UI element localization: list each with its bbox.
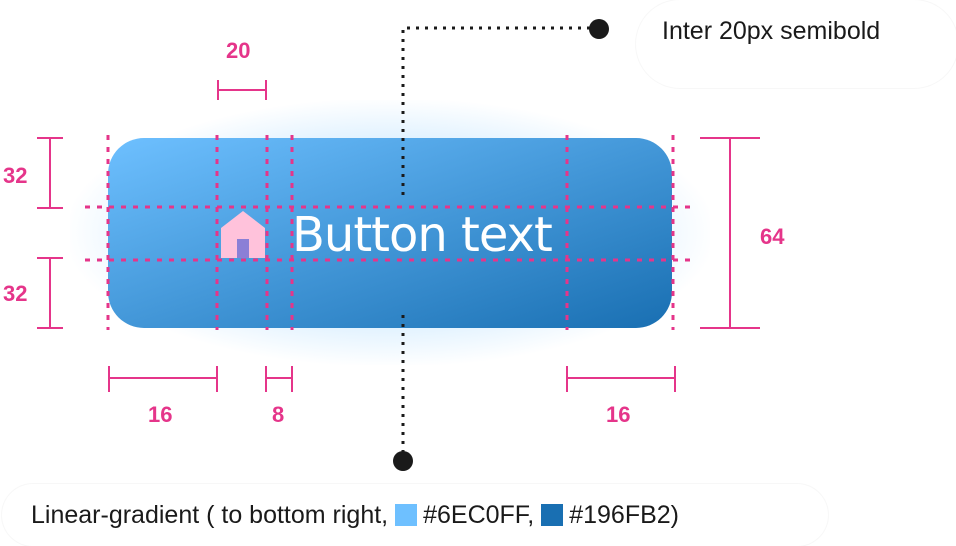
font-callout-leader [401, 26, 598, 195]
button-label: Button text [292, 207, 553, 263]
padding-left-label: 16 [148, 402, 173, 427]
dimension-lines [37, 80, 760, 392]
callout-leaders [401, 26, 598, 460]
font-callout-text: Inter 20px semibold [662, 17, 881, 45]
gap-label: 8 [272, 402, 285, 427]
color-swatch-2 [541, 504, 564, 526]
font-callout [636, 0, 956, 88]
height-label: 64 [760, 224, 785, 249]
padding-top-label: 32 [3, 163, 28, 188]
padding-bottom-label: 32 [3, 281, 28, 306]
home-icon [221, 211, 265, 258]
gradient-color-1: #6EC0FF, [423, 501, 535, 529]
guide-lines [85, 135, 690, 330]
gradient-label-prefix: Linear-gradient ( to bottom right, [31, 501, 389, 529]
gradient-callout-dot [393, 451, 413, 471]
icon-size-label: 20 [226, 38, 251, 63]
font-callout-dot [589, 19, 609, 39]
gradient-color-2: #196FB2) [569, 501, 680, 529]
color-swatch-1 [395, 504, 418, 526]
example-button[interactable] [108, 138, 672, 328]
gradient-callout-text: Linear-gradient ( to bottom right, #6EC0… [31, 501, 679, 530]
padding-right-label: 16 [606, 402, 631, 427]
